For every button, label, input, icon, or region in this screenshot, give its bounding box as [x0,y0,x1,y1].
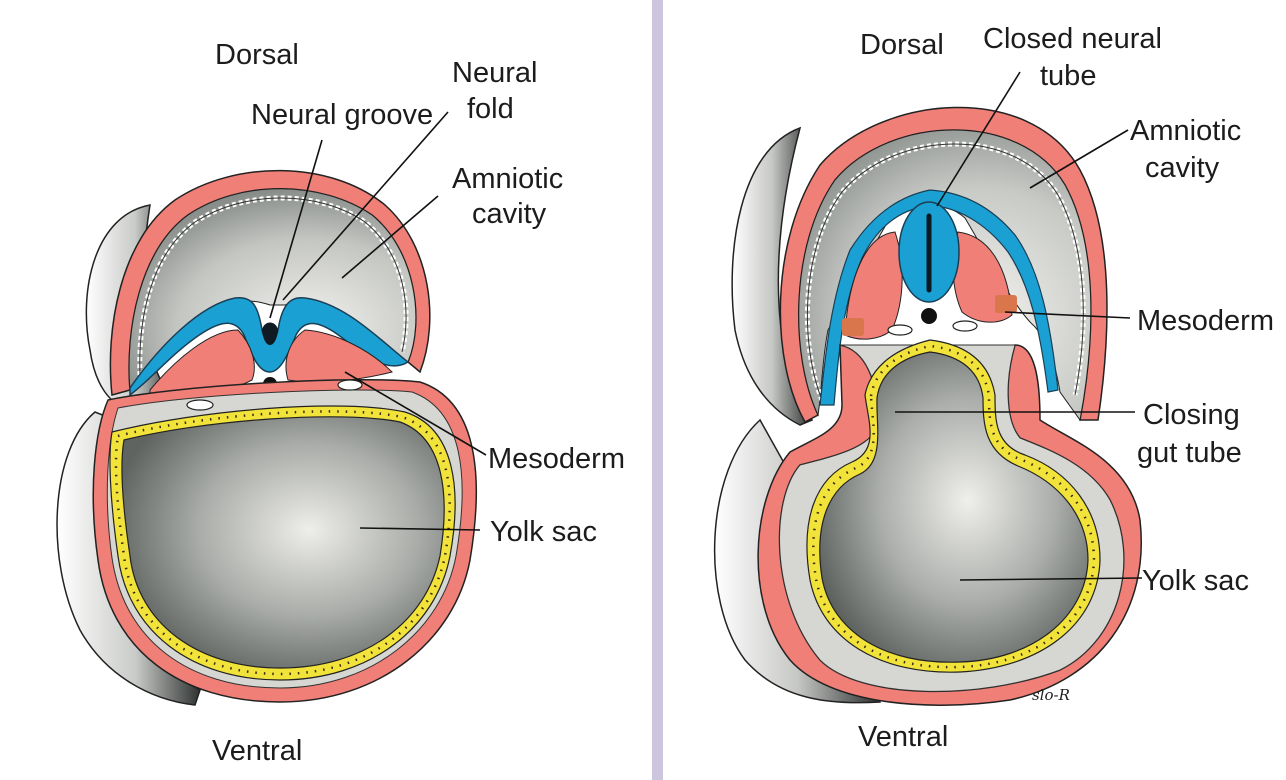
right-coelom-right [952,320,978,332]
left-yolk-sac-cavity [121,416,445,669]
right-leader-lines [895,71,1143,581]
right-mesoderm-deep-right [995,295,1017,313]
left-labels: Dorsal Neural groove Neural fold Amnioti… [212,39,625,767]
right-surface-ectoderm [819,189,1059,406]
label-closed-neural-tube-line1: Closed neural [983,23,1162,55]
leader-neural-groove [269,139,323,319]
left-neural-plate [129,297,410,397]
leader-amniotic-cavity-left [341,195,439,279]
label-yolk-sac-left: Yolk sac [490,516,597,548]
leader-mesoderm-right [1004,311,1131,319]
leader-mesoderm-left [344,371,487,456]
label-neural-fold-line1: Neural [452,57,537,89]
label-ventral-left: Ventral [212,735,302,767]
right-coelom-left [887,324,913,336]
label-yolk-sac-right: Yolk sac [1142,565,1249,597]
leader-yolk-sac-left [359,527,481,531]
label-closing-gut-tube-line2: gut tube [1137,437,1242,469]
label-neural-fold-line2: fold [467,93,514,125]
label-amniotic-cavity-left-line1: Amniotic [452,163,563,195]
label-dorsal-right: Dorsal [860,29,944,61]
label-ventral-right: Ventral [858,721,948,753]
label-closed-neural-tube-line2: tube [1040,60,1096,92]
right-amnion-side-surface [731,126,814,426]
right-yolk-sac-cavity [819,351,1089,663]
left-coelom-left [186,399,214,411]
right-labels: Dorsal Closed neural tube Amniotic cavit… [858,23,1274,753]
leader-yolk-sac-right [959,577,1143,581]
left-neural-groove-pit [262,322,278,345]
panel-divider [652,0,663,780]
label-amniotic-cavity-left-line2: cavity [472,198,547,230]
leader-amniotic-cavity-right [1029,129,1129,189]
artist-signature: slo-R [1032,686,1070,704]
leader-neural-fold [282,111,449,301]
left-embryo [56,169,478,706]
label-dorsal-left: Dorsal [215,39,299,71]
right-embryo [713,106,1142,706]
right-notochord [921,308,937,324]
label-mesoderm-right: Mesoderm [1137,305,1274,337]
left-endoderm-dots [114,410,451,676]
right-mesoderm-deep-left [842,318,864,336]
left-coelom-right [337,379,363,391]
left-leader-lines [269,111,487,531]
left-amnion-lining-edge [139,197,407,376]
right-amnion-lining-edge [806,143,1084,401]
label-amniotic-cavity-right-line2: cavity [1145,152,1220,184]
label-mesoderm-left: Mesoderm [488,443,625,475]
label-neural-groove: Neural groove [251,99,433,131]
leader-closed-neural-tube [936,71,1021,207]
label-closing-gut-tube-line1: Closing [1143,399,1240,431]
label-amniotic-cavity-right-line1: Amniotic [1130,115,1241,147]
